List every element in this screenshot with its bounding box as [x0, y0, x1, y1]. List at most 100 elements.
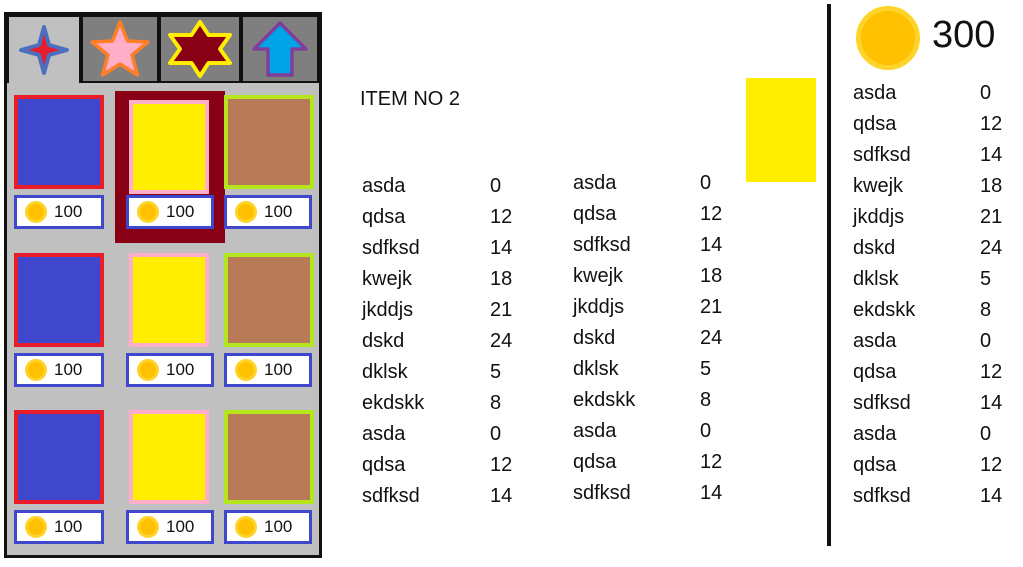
category-tabs	[7, 15, 319, 83]
stat-name: sdfksd	[853, 392, 911, 414]
stat-name: sdfksd	[853, 485, 911, 507]
item-price-button[interactable]: 100	[126, 195, 214, 229]
stat-name: asda	[573, 420, 617, 442]
item-price-button[interactable]: 100	[224, 195, 312, 229]
stat-name: qdsa	[853, 113, 897, 135]
stat-name: sdfksd	[362, 237, 420, 259]
item-price: 100	[54, 517, 83, 536]
stat-value: 14	[700, 482, 723, 504]
stat-value: 18	[490, 268, 513, 290]
stat-name: qdsa	[853, 454, 897, 476]
stat-name: asda	[853, 423, 897, 445]
item-price: 100	[264, 202, 293, 221]
stat-name: qdsa	[362, 206, 406, 228]
stat-name: sdfksd	[573, 234, 631, 256]
stat-value: 0	[980, 82, 992, 104]
coin-icon	[235, 201, 257, 223]
item-price-button[interactable]: 100	[14, 510, 104, 544]
stat-value: 14	[490, 237, 513, 259]
stat-value: 0	[490, 175, 502, 197]
shop-panel: 100 100 100 100 100 100 100 100 100	[4, 12, 322, 558]
coin-icon	[137, 516, 159, 538]
item-price: 100	[166, 517, 195, 536]
stat-value: 0	[490, 423, 502, 445]
coin-icon	[235, 516, 257, 538]
item-price-button[interactable]: 100	[224, 353, 312, 387]
stat-name: dskd	[573, 327, 616, 349]
item-thumbnail[interactable]	[224, 253, 314, 347]
item-thumbnail[interactable]	[14, 253, 104, 347]
coin-icon	[25, 359, 47, 381]
item-thumbnail[interactable]	[14, 95, 104, 189]
stat-value: 12	[490, 454, 513, 476]
stat-value: 24	[490, 330, 513, 352]
item-price-button[interactable]: 100	[126, 353, 214, 387]
item-title: ITEM NO 2	[360, 88, 461, 110]
stat-value: 12	[980, 361, 1003, 383]
stat-name: sdfksd	[853, 144, 911, 166]
item-price-button[interactable]: 100	[224, 510, 312, 544]
stat-name: dskd	[853, 237, 896, 259]
tab-six-point-star[interactable]	[159, 15, 241, 83]
stat-name: asda	[853, 82, 897, 104]
stat-name: qdsa	[362, 454, 406, 476]
stat-name: qdsa	[573, 203, 617, 225]
stat-value: 18	[700, 265, 723, 287]
stat-value: 0	[980, 423, 992, 445]
stat-name: dklsk	[362, 361, 408, 383]
stat-name: qdsa	[853, 361, 897, 383]
pink-star-icon	[90, 20, 150, 77]
stat-value: 12	[700, 451, 723, 473]
item-price-button[interactable]: 100	[14, 353, 104, 387]
item-thumbnail[interactable]	[129, 100, 209, 194]
stat-value: 12	[490, 206, 513, 228]
stat-name: dskd	[362, 330, 405, 352]
stat-value: 14	[490, 485, 513, 507]
stat-value: 12	[700, 203, 723, 225]
tab-four-point-star[interactable]	[7, 15, 81, 83]
stat-value: 0	[700, 420, 712, 442]
panel-divider	[827, 4, 831, 546]
stat-name: jkddjs	[573, 296, 625, 318]
stat-value: 24	[980, 237, 1003, 259]
stat-value: 12	[980, 113, 1003, 135]
stat-value: 12	[980, 454, 1003, 476]
stat-value: 14	[980, 392, 1003, 414]
stat-name: ekdskk	[853, 299, 916, 321]
coin-icon	[235, 359, 257, 381]
item-price-button[interactable]: 100	[14, 195, 104, 229]
stat-value: 21	[980, 206, 1003, 228]
stat-name: qdsa	[573, 451, 617, 473]
stat-name: sdfksd	[362, 485, 420, 507]
item-thumbnail[interactable]	[129, 253, 209, 347]
item-price: 100	[54, 360, 83, 379]
stat-value: 14	[700, 234, 723, 256]
stat-name: dklsk	[573, 358, 619, 380]
hexagram-icon	[168, 20, 232, 78]
stat-value: 14	[980, 144, 1003, 166]
tab-up-arrow[interactable]	[241, 15, 319, 83]
stat-name: asda	[573, 172, 617, 194]
stat-name: kwejk	[573, 265, 624, 287]
tab-five-point-star[interactable]	[81, 15, 159, 83]
stat-name: asda	[853, 330, 897, 352]
sparkle-star-icon	[19, 25, 69, 75]
item-price: 100	[264, 517, 293, 536]
stat-value: 8	[700, 389, 712, 411]
stat-name: jkddjs	[362, 299, 414, 321]
item-thumbnail[interactable]	[224, 410, 314, 504]
stat-value: 21	[700, 296, 723, 318]
stat-value: 5	[980, 268, 992, 290]
stat-value: 0	[700, 172, 712, 194]
item-thumbnail[interactable]	[129, 410, 209, 504]
item-thumbnail[interactable]	[224, 95, 314, 189]
stat-name: kwejk	[853, 175, 904, 197]
item-thumbnail[interactable]	[14, 410, 104, 504]
stat-name: kwejk	[362, 268, 413, 290]
stat-name: asda	[362, 423, 406, 445]
stat-value: 8	[490, 392, 502, 414]
item-price: 100	[166, 360, 195, 379]
item-price: 100	[264, 360, 293, 379]
item-price-button[interactable]: 100	[126, 510, 214, 544]
item-price: 100	[54, 202, 83, 221]
